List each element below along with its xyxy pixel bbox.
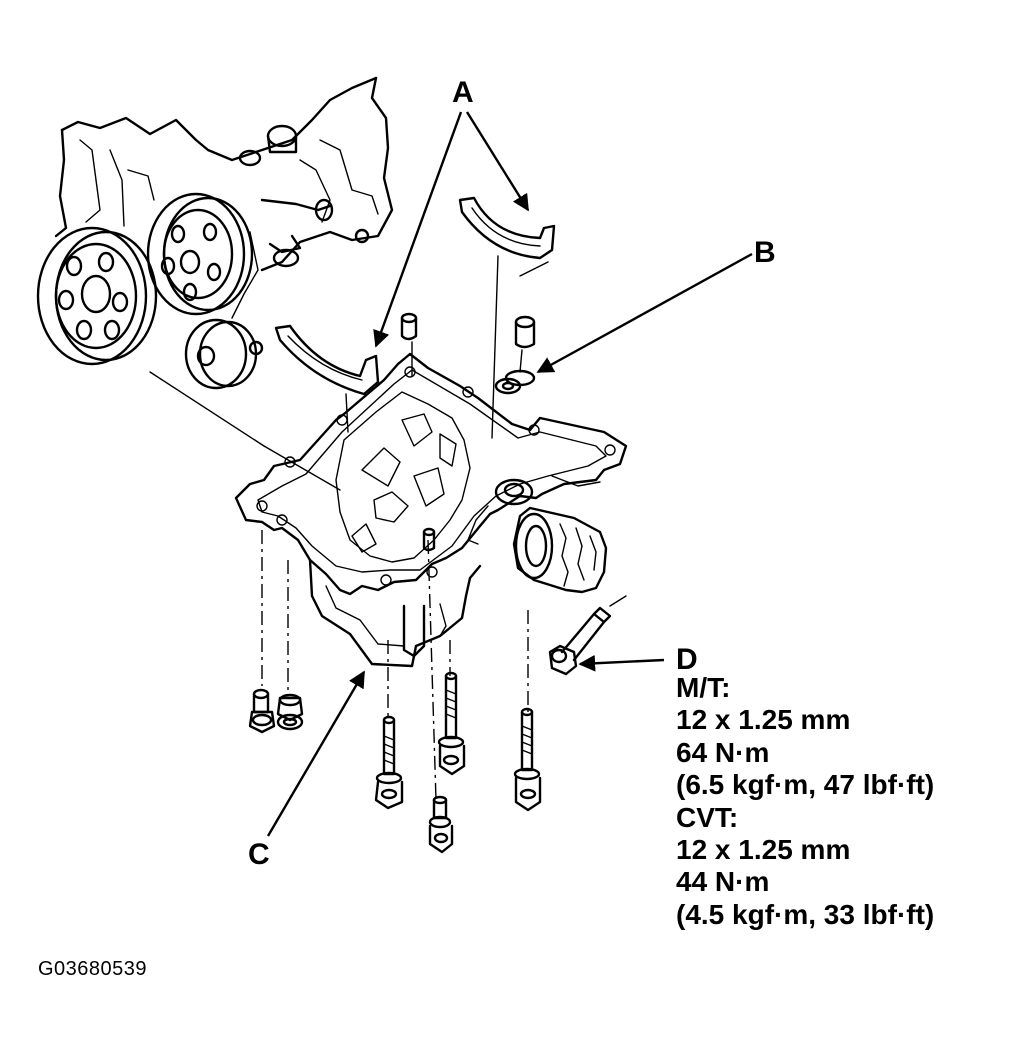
seal-left xyxy=(274,324,380,396)
oil-pan xyxy=(234,352,628,668)
oil-filter xyxy=(512,506,608,594)
spec-line-cvt-size: 12 x 1.25 mm xyxy=(676,834,851,866)
callout-d: D xyxy=(676,643,698,676)
spec-line-cvt-torque: 44 N·m xyxy=(676,866,770,898)
bolt-long-3 xyxy=(513,707,542,812)
bolt-long-2 xyxy=(437,671,466,776)
callout-a: A xyxy=(452,76,474,109)
bolt-short-bottom xyxy=(428,795,454,854)
spec-line-cvt-torque-alt: (4.5 kgf·m, 33 lbf·ft) xyxy=(676,898,935,930)
spec-line-mt-size: 12 x 1.25 mm xyxy=(676,704,851,736)
callout-b: B xyxy=(754,236,776,269)
crank-pulley xyxy=(36,226,158,366)
dowel-pin-right xyxy=(514,315,536,349)
bolt-short-left xyxy=(248,688,276,734)
engine-block xyxy=(54,76,394,319)
nut-left xyxy=(276,693,304,731)
spec-line-mt-label: M/T: xyxy=(676,672,731,703)
bolt-d xyxy=(548,606,612,676)
spec-line-mt-torque: 64 N·m xyxy=(676,736,770,768)
spec-line-cvt-label: CVT: xyxy=(676,801,739,833)
alignment-lines xyxy=(149,255,627,801)
water-pump-pulley xyxy=(146,192,254,316)
torque-spec: M/T: 12 x 1.25 mm 64 N·m (6.5 kgf·m, 47 … xyxy=(676,672,934,931)
idler-pulley xyxy=(184,318,264,390)
callout-c: C xyxy=(248,838,270,871)
figure-id: G03680539 xyxy=(38,958,148,980)
leader-lines xyxy=(266,111,753,837)
o-ring xyxy=(494,369,536,395)
bolt-long-1 xyxy=(374,715,404,810)
dowel-pin-left xyxy=(400,312,418,341)
seal-right xyxy=(458,196,556,260)
spec-line-mt-torque-alt: (6.5 kgf·m, 47 lbf·ft) xyxy=(676,769,935,801)
